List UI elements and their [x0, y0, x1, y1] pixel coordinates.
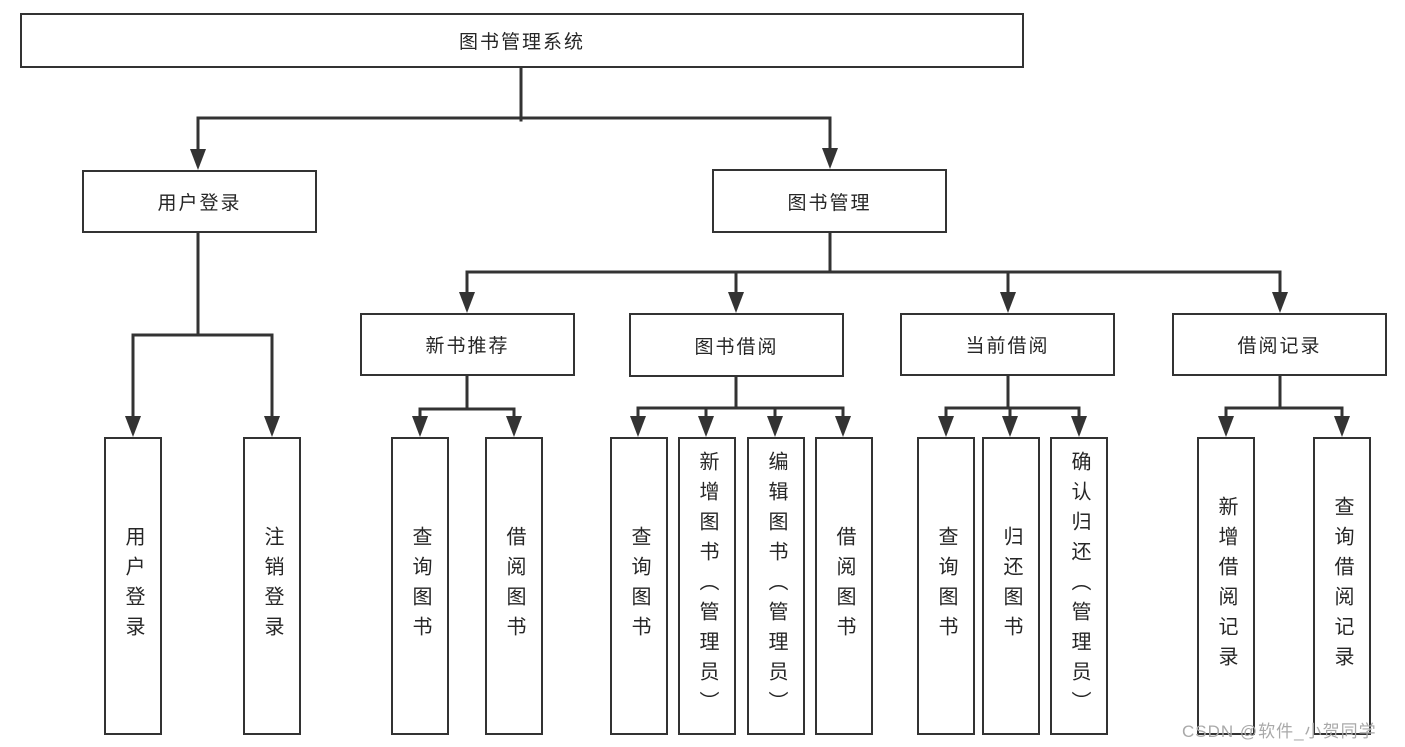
leaf-borrow-books-recommend: 借阅图书 — [485, 437, 543, 735]
leaf-add-borrow-record: 新增借阅记录 — [1197, 437, 1255, 735]
leaf-query-books-current-label: 查询图书 — [935, 526, 957, 646]
leaf-query-borrow-record-label: 查询借阅记录 — [1331, 496, 1353, 676]
node-book-management: 图书管理 — [712, 169, 947, 233]
leaf-query-books-recommend: 查询图书 — [391, 437, 449, 735]
node-current-borrowing: 当前借阅 — [900, 313, 1115, 376]
leaf-query-books-current: 查询图书 — [917, 437, 975, 735]
leaf-query-borrow-record: 查询借阅记录 — [1313, 437, 1371, 735]
leaf-query-books-borrowing: 查询图书 — [610, 437, 668, 735]
leaf-user-login: 用户登录 — [104, 437, 162, 735]
leaf-add-borrow-record-label: 新增借阅记录 — [1215, 496, 1237, 676]
leaf-query-books-borrowing-label: 查询图书 — [628, 526, 650, 646]
leaf-borrow-books-recommend-label: 借阅图书 — [503, 526, 525, 646]
leaf-borrow-books-label: 借阅图书 — [833, 526, 855, 646]
leaf-return-books-label: 归还图书 — [1000, 526, 1022, 646]
connector-paths — [131, 66, 1344, 426]
node-new-book-recommend: 新书推荐 — [360, 313, 575, 376]
leaf-borrow-books: 借阅图书 — [815, 437, 873, 735]
leaf-edit-books-admin-label: 编辑图书（管理员） — [765, 451, 787, 721]
node-user-login: 用户登录 — [82, 170, 317, 233]
leaf-query-books-recommend-label: 查询图书 — [409, 526, 431, 646]
node-borrowing-records: 借阅记录 — [1172, 313, 1387, 376]
node-library-system: 图书管理系统 — [20, 13, 1024, 68]
leaf-user-login-label: 用户登录 — [122, 526, 144, 646]
leaf-confirm-return-admin: 确认归还（管理员） — [1050, 437, 1108, 735]
leaf-logout-label: 注销登录 — [261, 526, 283, 646]
node-book-borrowing: 图书借阅 — [629, 313, 844, 377]
leaf-add-books-admin: 新增图书（管理员） — [678, 437, 736, 735]
arrowheads — [125, 148, 1350, 437]
leaf-edit-books-admin: 编辑图书（管理员） — [747, 437, 805, 735]
leaf-confirm-return-admin-label: 确认归还（管理员） — [1068, 451, 1090, 721]
leaf-logout: 注销登录 — [243, 437, 301, 735]
leaf-return-books: 归还图书 — [982, 437, 1040, 735]
leaf-add-books-admin-label: 新增图书（管理员） — [696, 451, 718, 721]
watermark: CSDN @软件_小贺同学 — [1182, 722, 1377, 741]
